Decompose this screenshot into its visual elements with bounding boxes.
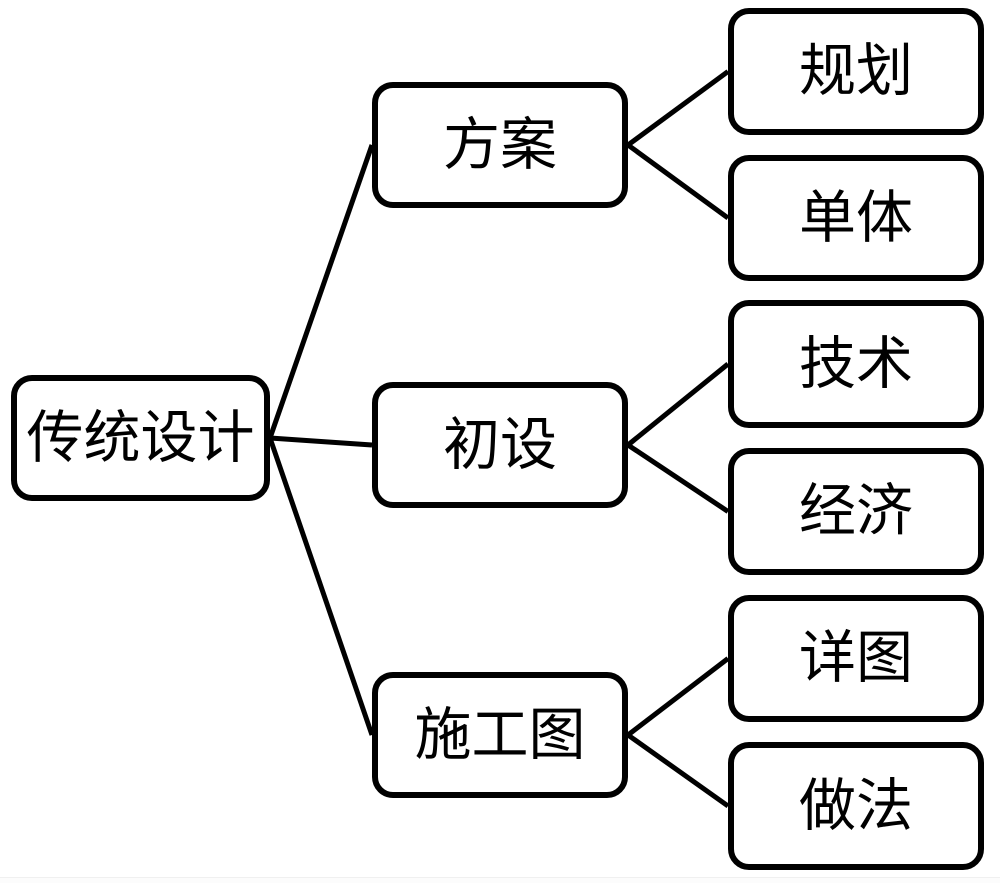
node-label: 规划 — [799, 40, 913, 103]
node-technical: 技术 — [728, 300, 984, 428]
node-label: 经济 — [799, 480, 913, 543]
bottom-edge-artifact — [0, 877, 1000, 883]
node-single-building: 单体 — [728, 155, 984, 281]
node-label: 做法 — [799, 774, 913, 838]
node-scheme: 方案 — [372, 82, 628, 208]
node-root-traditional-design: 传统设计 — [11, 375, 270, 501]
node-construction-drawing: 施工图 — [372, 672, 628, 798]
connector-root-fangan — [267, 144, 375, 439]
connector-shigongtu-zuofa — [626, 732, 730, 809]
node-label: 方案 — [443, 113, 557, 177]
node-label: 单体 — [799, 186, 913, 250]
node-preliminary-design: 初设 — [372, 382, 628, 508]
connector-fangan-danti — [626, 142, 730, 221]
connector-root-shigongtu — [267, 437, 375, 736]
node-label: 传统设计 — [26, 406, 255, 470]
connector-root-chushe — [269, 435, 373, 448]
node-detail-drawing: 详图 — [728, 595, 984, 722]
connector-shigongtu-xiangtu — [626, 656, 730, 737]
connector-chushe-jishu — [626, 362, 730, 447]
node-label: 技术 — [799, 332, 913, 396]
connector-chushe-jingji — [626, 442, 730, 514]
node-economic: 经济 — [728, 448, 984, 575]
node-planning: 规划 — [728, 8, 984, 135]
node-label: 施工图 — [414, 703, 586, 767]
node-label: 初设 — [443, 413, 557, 477]
node-practice: 做法 — [728, 742, 984, 870]
node-label: 详图 — [799, 627, 913, 690]
connector-fangan-guihua — [626, 69, 730, 148]
